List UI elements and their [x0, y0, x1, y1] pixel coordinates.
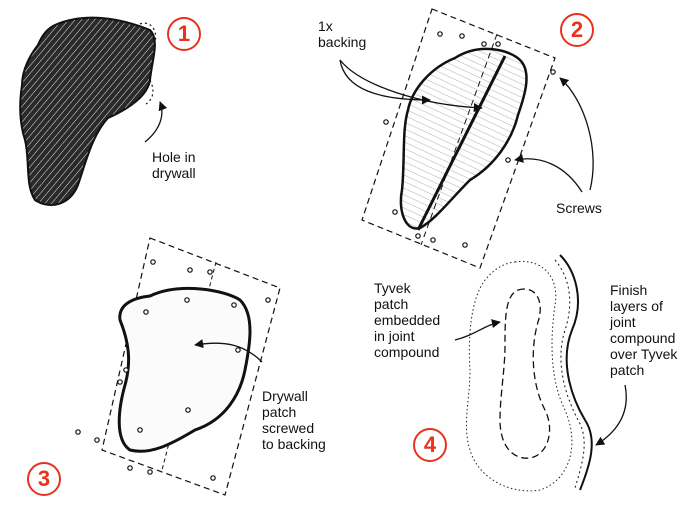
- backing-board-center: [416, 55, 507, 231]
- finish-layer-edge: [559, 254, 593, 491]
- drywall-patch-shape: [117, 286, 252, 453]
- tyvek-arrow: [454, 319, 501, 341]
- hole-arrow: [144, 101, 168, 143]
- screw-dots: [383, 31, 556, 248]
- caption-drywall-patch: Drywall patch screwed to backing: [262, 388, 326, 452]
- tyvek-inner-shape: [499, 288, 551, 459]
- caption-finish-layers: Finish layers of joint compound over Tyv…: [610, 282, 678, 378]
- caption-hole-in-drywall: Hole in drywall: [152, 149, 196, 181]
- step-1-badge: 1: [167, 17, 201, 51]
- caption-1x-backing: 1x backing: [318, 18, 367, 50]
- backing-arrow: [339, 59, 431, 105]
- screws-arrow-lower: [514, 153, 583, 193]
- finish-arrow: [595, 384, 627, 446]
- patch-arrow: [194, 339, 263, 363]
- caption-tyvek-patch: Tyvek patch embedded in joint compound: [374, 280, 441, 360]
- backing-board-outline: [361, 8, 556, 269]
- drywall-hole-shape: [19, 16, 156, 206]
- caption-screws: Screws: [556, 200, 602, 216]
- step-3-badge: 3: [27, 462, 61, 496]
- tyvek-outer-shape: [465, 260, 573, 492]
- screws-arrow-upper: [559, 77, 594, 191]
- step-4-badge: 4: [413, 428, 447, 462]
- patch-screw-dots: [75, 259, 271, 481]
- panel-3-patch: [75, 237, 281, 496]
- panel-1-hole: [19, 16, 168, 206]
- panel-4-finish: [454, 254, 627, 492]
- patch-backing-outline: [101, 237, 281, 496]
- panel-2-backing: [339, 8, 594, 269]
- step-2-badge: 2: [560, 13, 594, 47]
